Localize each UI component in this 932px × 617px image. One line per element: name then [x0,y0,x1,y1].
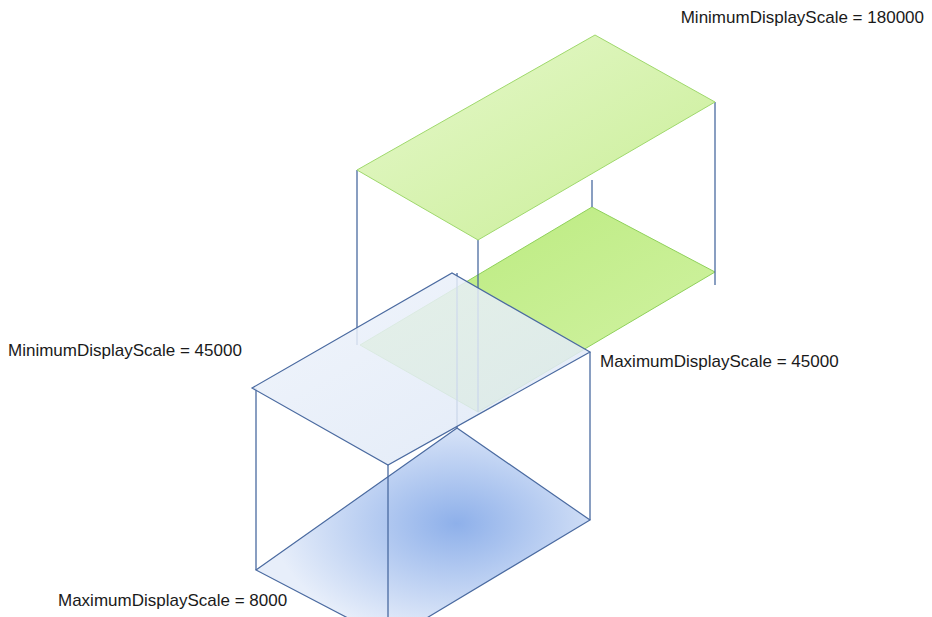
green-top-plane [357,35,715,240]
blue-bottom-plane [256,428,590,617]
scale-label: MaximumDisplayScale = 8000 [58,591,287,611]
scale-label: MinimumDisplayScale = 180000 [681,8,924,28]
blue-top-plane [252,273,590,465]
scale-label: MinimumDisplayScale = 45000 [8,341,242,361]
blue-scale-box [252,273,590,617]
scale-label: MaximumDisplayScale = 45000 [600,352,839,372]
